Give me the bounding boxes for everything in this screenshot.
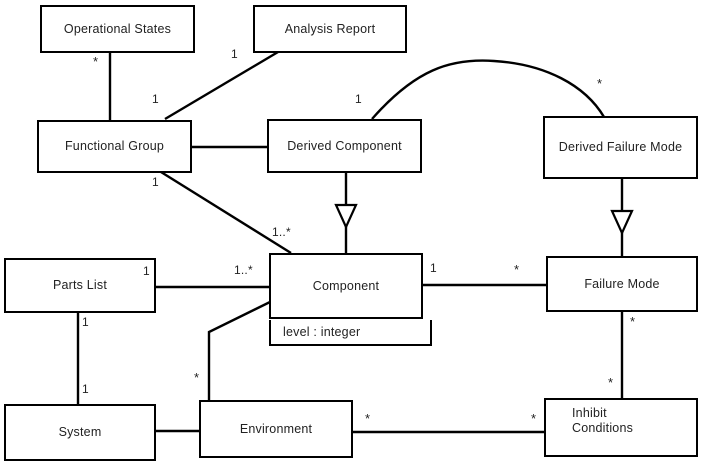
class-name-analysis-report: Analysis Report	[284, 21, 376, 36]
multiplicity-component-failuremode: 1	[430, 261, 437, 275]
class-name-derived-component: Derived Component	[287, 138, 402, 153]
generalization-arrowhead-component	[334, 203, 358, 230]
class-box-component[interactable]: Component	[269, 253, 423, 319]
generalization-arrowhead-failure-mode	[610, 209, 634, 236]
class-box-parts-list[interactable]: Parts List	[4, 258, 156, 313]
edge-component-environment	[207, 300, 271, 401]
multiplicity-failuremode-component: *	[514, 262, 520, 277]
class-name-system: System	[58, 425, 102, 439]
edge-analysisreport-functionalgroup	[164, 50, 279, 121]
multiplicity-environment-inhibitconditions: *	[365, 411, 371, 426]
multiplicity-functionalgroup-component: 1	[152, 175, 159, 189]
multiplicity-failuremode-inhibitconditions: *	[630, 314, 636, 329]
multiplicity-derivedfailuremode-curve: *	[597, 76, 603, 91]
class-name-inhibit-conditions: Inhibit Conditions	[572, 406, 634, 435]
class-box-environment[interactable]: Environment	[199, 400, 353, 458]
class-box-derived-failure-mode[interactable]: Derived Failure Mode	[543, 116, 698, 179]
attribute-component-level: level : integer	[283, 325, 361, 339]
multiplicity-operationalstates-functionalgroup: *	[93, 54, 99, 69]
class-box-derived-component[interactable]: Derived Component	[267, 119, 422, 173]
multiplicity-partslist-system: 1	[82, 315, 89, 329]
multiplicity-component-partslist: 1..*	[234, 263, 253, 277]
multiplicity-inhibitconditions-environment: *	[531, 411, 537, 426]
multiplicity-functionalgroup-derivedcomponent: 1	[355, 92, 362, 106]
class-box-system[interactable]: System	[4, 404, 156, 461]
edge-functionalgroup-component	[160, 170, 292, 255]
multiplicity-analysisreport-functionalgroup: 1	[231, 47, 238, 61]
multiplicity-system-partslist: 1	[82, 382, 89, 396]
multiplicity-inhibitconditions-failuremode: *	[608, 375, 614, 390]
class-name-environment: Environment	[239, 421, 313, 436]
class-box-inhibit-conditions[interactable]: Inhibit Conditions	[544, 398, 698, 457]
class-name-functional-group: Functional Group	[64, 139, 165, 153]
class-box-operational-states[interactable]: Operational States	[40, 5, 195, 53]
class-name-operational-states: Operational States	[63, 21, 172, 36]
class-box-analysis-report[interactable]: Analysis Report	[253, 5, 407, 53]
class-name-derived-failure-mode: Derived Failure Mode	[558, 140, 683, 154]
multiplicity-component-functionalgroup: 1..*	[272, 225, 291, 239]
class-name-failure-mode: Failure Mode	[584, 276, 660, 291]
class-attributes-component[interactable]: level : integer	[269, 320, 432, 346]
edge-derivedcomponent-derivedfailuremode	[371, 59, 606, 120]
class-name-component: Component	[312, 278, 380, 293]
class-box-failure-mode[interactable]: Failure Mode	[546, 256, 698, 312]
class-name-parts-list: Parts List	[52, 278, 108, 292]
multiplicity-functionalgroup-analysisreport: 1	[152, 92, 159, 106]
multiplicity-partslist-component: 1	[143, 264, 150, 278]
multiplicity-component-environment: *	[194, 370, 200, 385]
class-box-functional-group[interactable]: Functional Group	[37, 120, 192, 173]
